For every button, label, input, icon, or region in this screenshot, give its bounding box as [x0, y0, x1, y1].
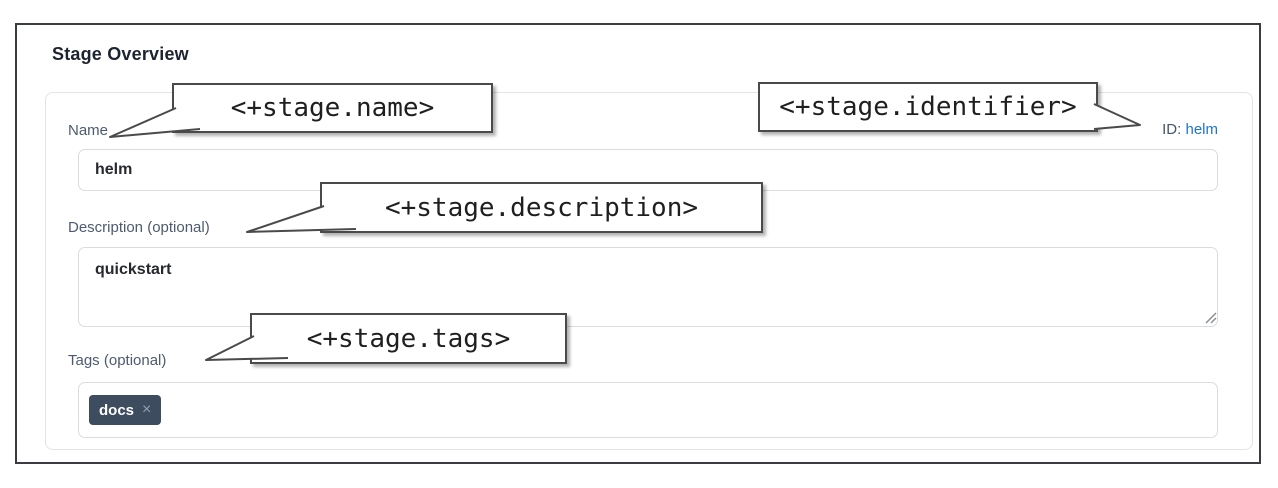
- callout-stage-description-text: <+stage.description>: [384, 192, 699, 223]
- id-value-link[interactable]: helm: [1185, 121, 1218, 138]
- stage-id-row: ID: helm: [1162, 121, 1218, 138]
- tag-chip-docs: docs ×: [89, 395, 162, 425]
- tags-label: Tags (optional): [68, 352, 167, 369]
- name-label: Name: [68, 122, 109, 139]
- callout-stage-identifier-text: <+stage.identifier>: [779, 92, 1077, 122]
- callout-stage-identifier: <+stage.identifier>: [758, 82, 1098, 132]
- callout-stage-name-text: <+stage.name>: [230, 93, 435, 123]
- id-prefix-label: ID:: [1162, 121, 1182, 138]
- description-label: Description (optional): [68, 219, 210, 236]
- callout-stage-description: <+stage.description>: [320, 182, 763, 233]
- tag-chip-text: docs: [99, 401, 135, 419]
- description-textarea[interactable]: quickstart: [78, 247, 1218, 327]
- callout-stage-name: <+stage.name>: [172, 83, 493, 133]
- callout-stage-tags-text: <+stage.tags>: [306, 323, 511, 354]
- tag-remove-icon[interactable]: ×: [142, 401, 152, 418]
- tags-input[interactable]: docs ×: [78, 382, 1218, 438]
- callout-stage-tags: <+stage.tags>: [250, 313, 567, 364]
- page-title: Stage Overview: [52, 44, 189, 64]
- textarea-resize-handle-icon[interactable]: [1202, 309, 1218, 325]
